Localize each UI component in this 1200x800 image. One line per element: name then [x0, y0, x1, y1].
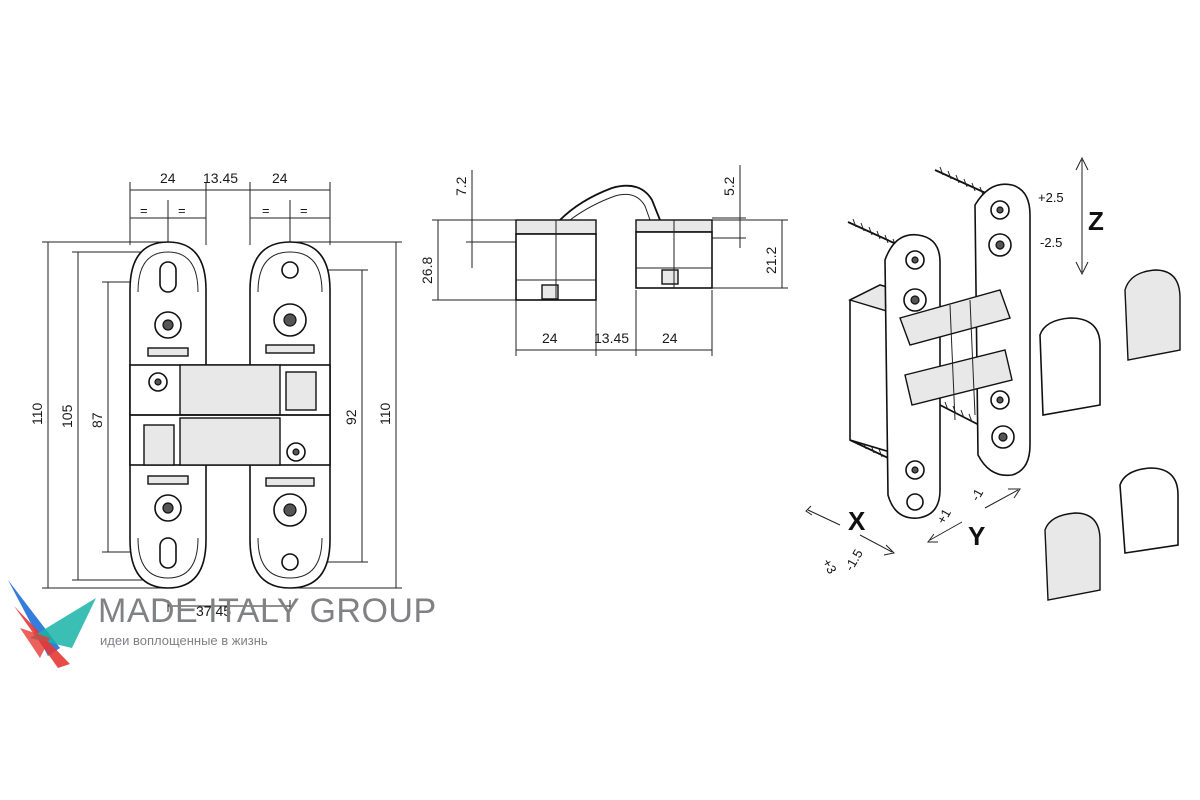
dim-left-outer: 110: [29, 402, 45, 425]
equal-mark-1: =: [140, 203, 148, 218]
equal-mark-2: =: [178, 203, 186, 218]
x-minus: -1.5: [842, 547, 866, 574]
dim-bottom-right: 24: [662, 330, 678, 346]
dim-right-height: 21.2: [763, 247, 779, 274]
isometric-view: Z +2.5 -2.5 X +3 -1.5 Y +1 -1: [805, 156, 1181, 601]
dim-left-top: 7.2: [453, 176, 469, 196]
dim-top-left: 24: [160, 170, 176, 186]
dim-left-height: 26.8: [419, 257, 435, 284]
dim-right-top: 5.2: [721, 176, 737, 196]
made-italy-logo-icon: [8, 580, 96, 668]
dim-left-inner: 87: [89, 412, 105, 428]
z-plus: +2.5: [1038, 190, 1064, 205]
y-plus: +1: [934, 506, 954, 526]
x-plus: +3: [819, 556, 839, 576]
front-view: 24 13.45 24 = = = = 110 105 87 92 110: [29, 170, 402, 619]
y-axis-label: Y: [968, 521, 985, 551]
dim-left-mid: 105: [59, 404, 75, 428]
dim-top-right: 24: [272, 170, 288, 186]
brand-name: MADE ITALY GROUP: [98, 592, 437, 630]
dim-bottom-gap: 13.45: [594, 330, 629, 346]
dim-bottom-left: 24: [542, 330, 558, 346]
z-axis-label: Z: [1088, 206, 1104, 236]
y-minus: -1: [968, 486, 987, 504]
z-minus: -2.5: [1040, 235, 1062, 250]
equal-mark-4: =: [300, 203, 308, 218]
top-view: 7.2 26.8 5.2 21.2 24 13.45 24: [419, 165, 788, 356]
x-axis-label: X: [848, 506, 866, 536]
equal-mark-3: =: [262, 203, 270, 218]
dim-bottom: 37.45: [196, 603, 231, 619]
dim-right-outer: 110: [377, 402, 393, 425]
dim-top-gap: 13.45: [203, 170, 238, 186]
dim-right-inner: 92: [343, 409, 359, 425]
brand-tagline: идеи воплощенные в жизнь: [100, 633, 268, 648]
cover-caps: [1039, 269, 1181, 601]
